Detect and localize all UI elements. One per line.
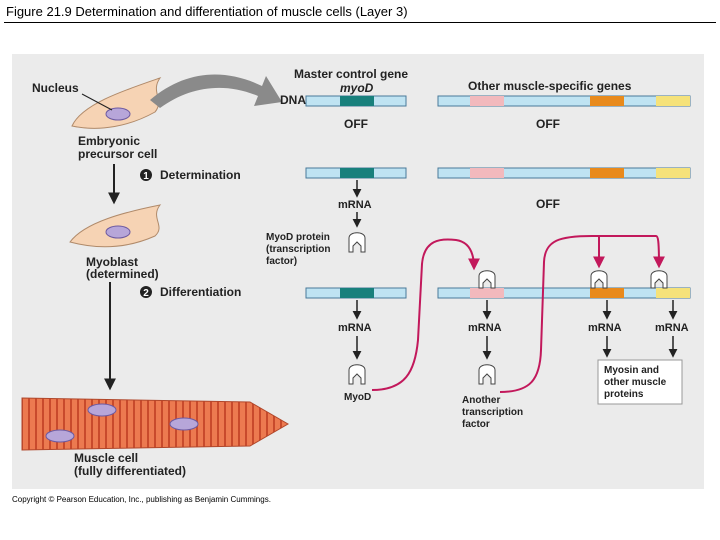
myod-product-icon bbox=[348, 364, 366, 385]
magenta-arrow-another-tf bbox=[499, 235, 665, 393]
myoblast-label-1: Myoblast bbox=[86, 255, 138, 269]
nucleus-label: Nucleus bbox=[32, 81, 79, 95]
other-genes-label: Other muscle-specific genes bbox=[468, 79, 632, 93]
mrna-label-row2: mRNA bbox=[338, 199, 372, 211]
mrna-label-row3-1: mRNA bbox=[338, 322, 372, 334]
another-tf-label-3: factor bbox=[462, 419, 490, 430]
off-label-1: OFF bbox=[344, 117, 368, 131]
myosin-label-3: proteins bbox=[604, 389, 644, 400]
nucleus-pointer bbox=[81, 93, 113, 111]
off-label-3: OFF bbox=[536, 197, 560, 211]
differentiation-label: Differentiation bbox=[160, 285, 241, 299]
myod-protein-label-2: (transcription bbox=[266, 244, 330, 255]
dna-strand-row1-left bbox=[305, 95, 407, 107]
copyright-notice: Copyright © Pearson Education, Inc., pub… bbox=[12, 495, 271, 504]
step2-badge bbox=[140, 286, 152, 298]
bound-myod-icon-1 bbox=[478, 270, 496, 289]
muscle-cell bbox=[21, 397, 289, 451]
bound-tf-icon-2 bbox=[590, 270, 608, 289]
dna-strand-row1-right bbox=[437, 95, 691, 107]
myosin-label-2: other muscle bbox=[604, 377, 667, 388]
myod-protein-icon bbox=[348, 232, 366, 253]
another-tf-label-1: Another bbox=[462, 395, 500, 406]
step1-badge bbox=[140, 169, 152, 181]
muscle-label-2: (fully differentiated) bbox=[74, 464, 186, 478]
embryonic-precursor-cell bbox=[71, 77, 162, 129]
mrna-label-row3-3: mRNA bbox=[588, 322, 622, 334]
mrna-label-row3-2: mRNA bbox=[468, 322, 502, 334]
myod-gene-segment bbox=[340, 96, 374, 106]
dna-strand-row3-right bbox=[437, 287, 691, 299]
master-gene-label: Master control gene bbox=[294, 67, 408, 81]
myoblast-label-2: (determined) bbox=[86, 267, 159, 281]
gray-curved-arrow bbox=[150, 74, 282, 108]
title-divider bbox=[4, 22, 716, 23]
step2-number: 2 bbox=[143, 288, 149, 299]
myosin-label-1: Myosin and bbox=[604, 365, 659, 376]
embryonic-label-2: precursor cell bbox=[78, 147, 157, 161]
dna-strand-row2-right bbox=[437, 167, 691, 179]
another-tf-icon bbox=[478, 364, 496, 385]
mrna-label-row3-4: mRNA bbox=[655, 322, 689, 334]
bound-tf-icon-3 bbox=[650, 270, 668, 289]
myod-protein-label-3: factor) bbox=[266, 256, 297, 267]
another-tf-label-2: transcription bbox=[462, 407, 523, 418]
determination-label: Determination bbox=[160, 168, 241, 182]
dna-label: DNA bbox=[280, 93, 306, 107]
myod-product-label: MyoD bbox=[344, 392, 371, 403]
embryonic-label-1: Embryonic bbox=[78, 134, 140, 148]
dna-strand-row3-left bbox=[305, 287, 407, 299]
figure-title: Figure 21.9 Determination and differenti… bbox=[6, 4, 408, 19]
dna-strand-row2-left bbox=[305, 167, 407, 179]
myosin-box bbox=[597, 359, 683, 405]
myod-gene-label: myoD bbox=[340, 81, 374, 95]
magenta-arrow-branch bbox=[592, 235, 605, 269]
nucleus-shape bbox=[105, 107, 131, 121]
muscle-label-1: Muscle cell bbox=[74, 451, 138, 465]
off-label-2: OFF bbox=[536, 117, 560, 131]
step1-number: 1 bbox=[143, 171, 149, 182]
myoblast-cell bbox=[69, 204, 162, 248]
magenta-arrow-myod bbox=[371, 238, 480, 391]
myod-protein-label-1: MyoD protein bbox=[266, 232, 330, 243]
